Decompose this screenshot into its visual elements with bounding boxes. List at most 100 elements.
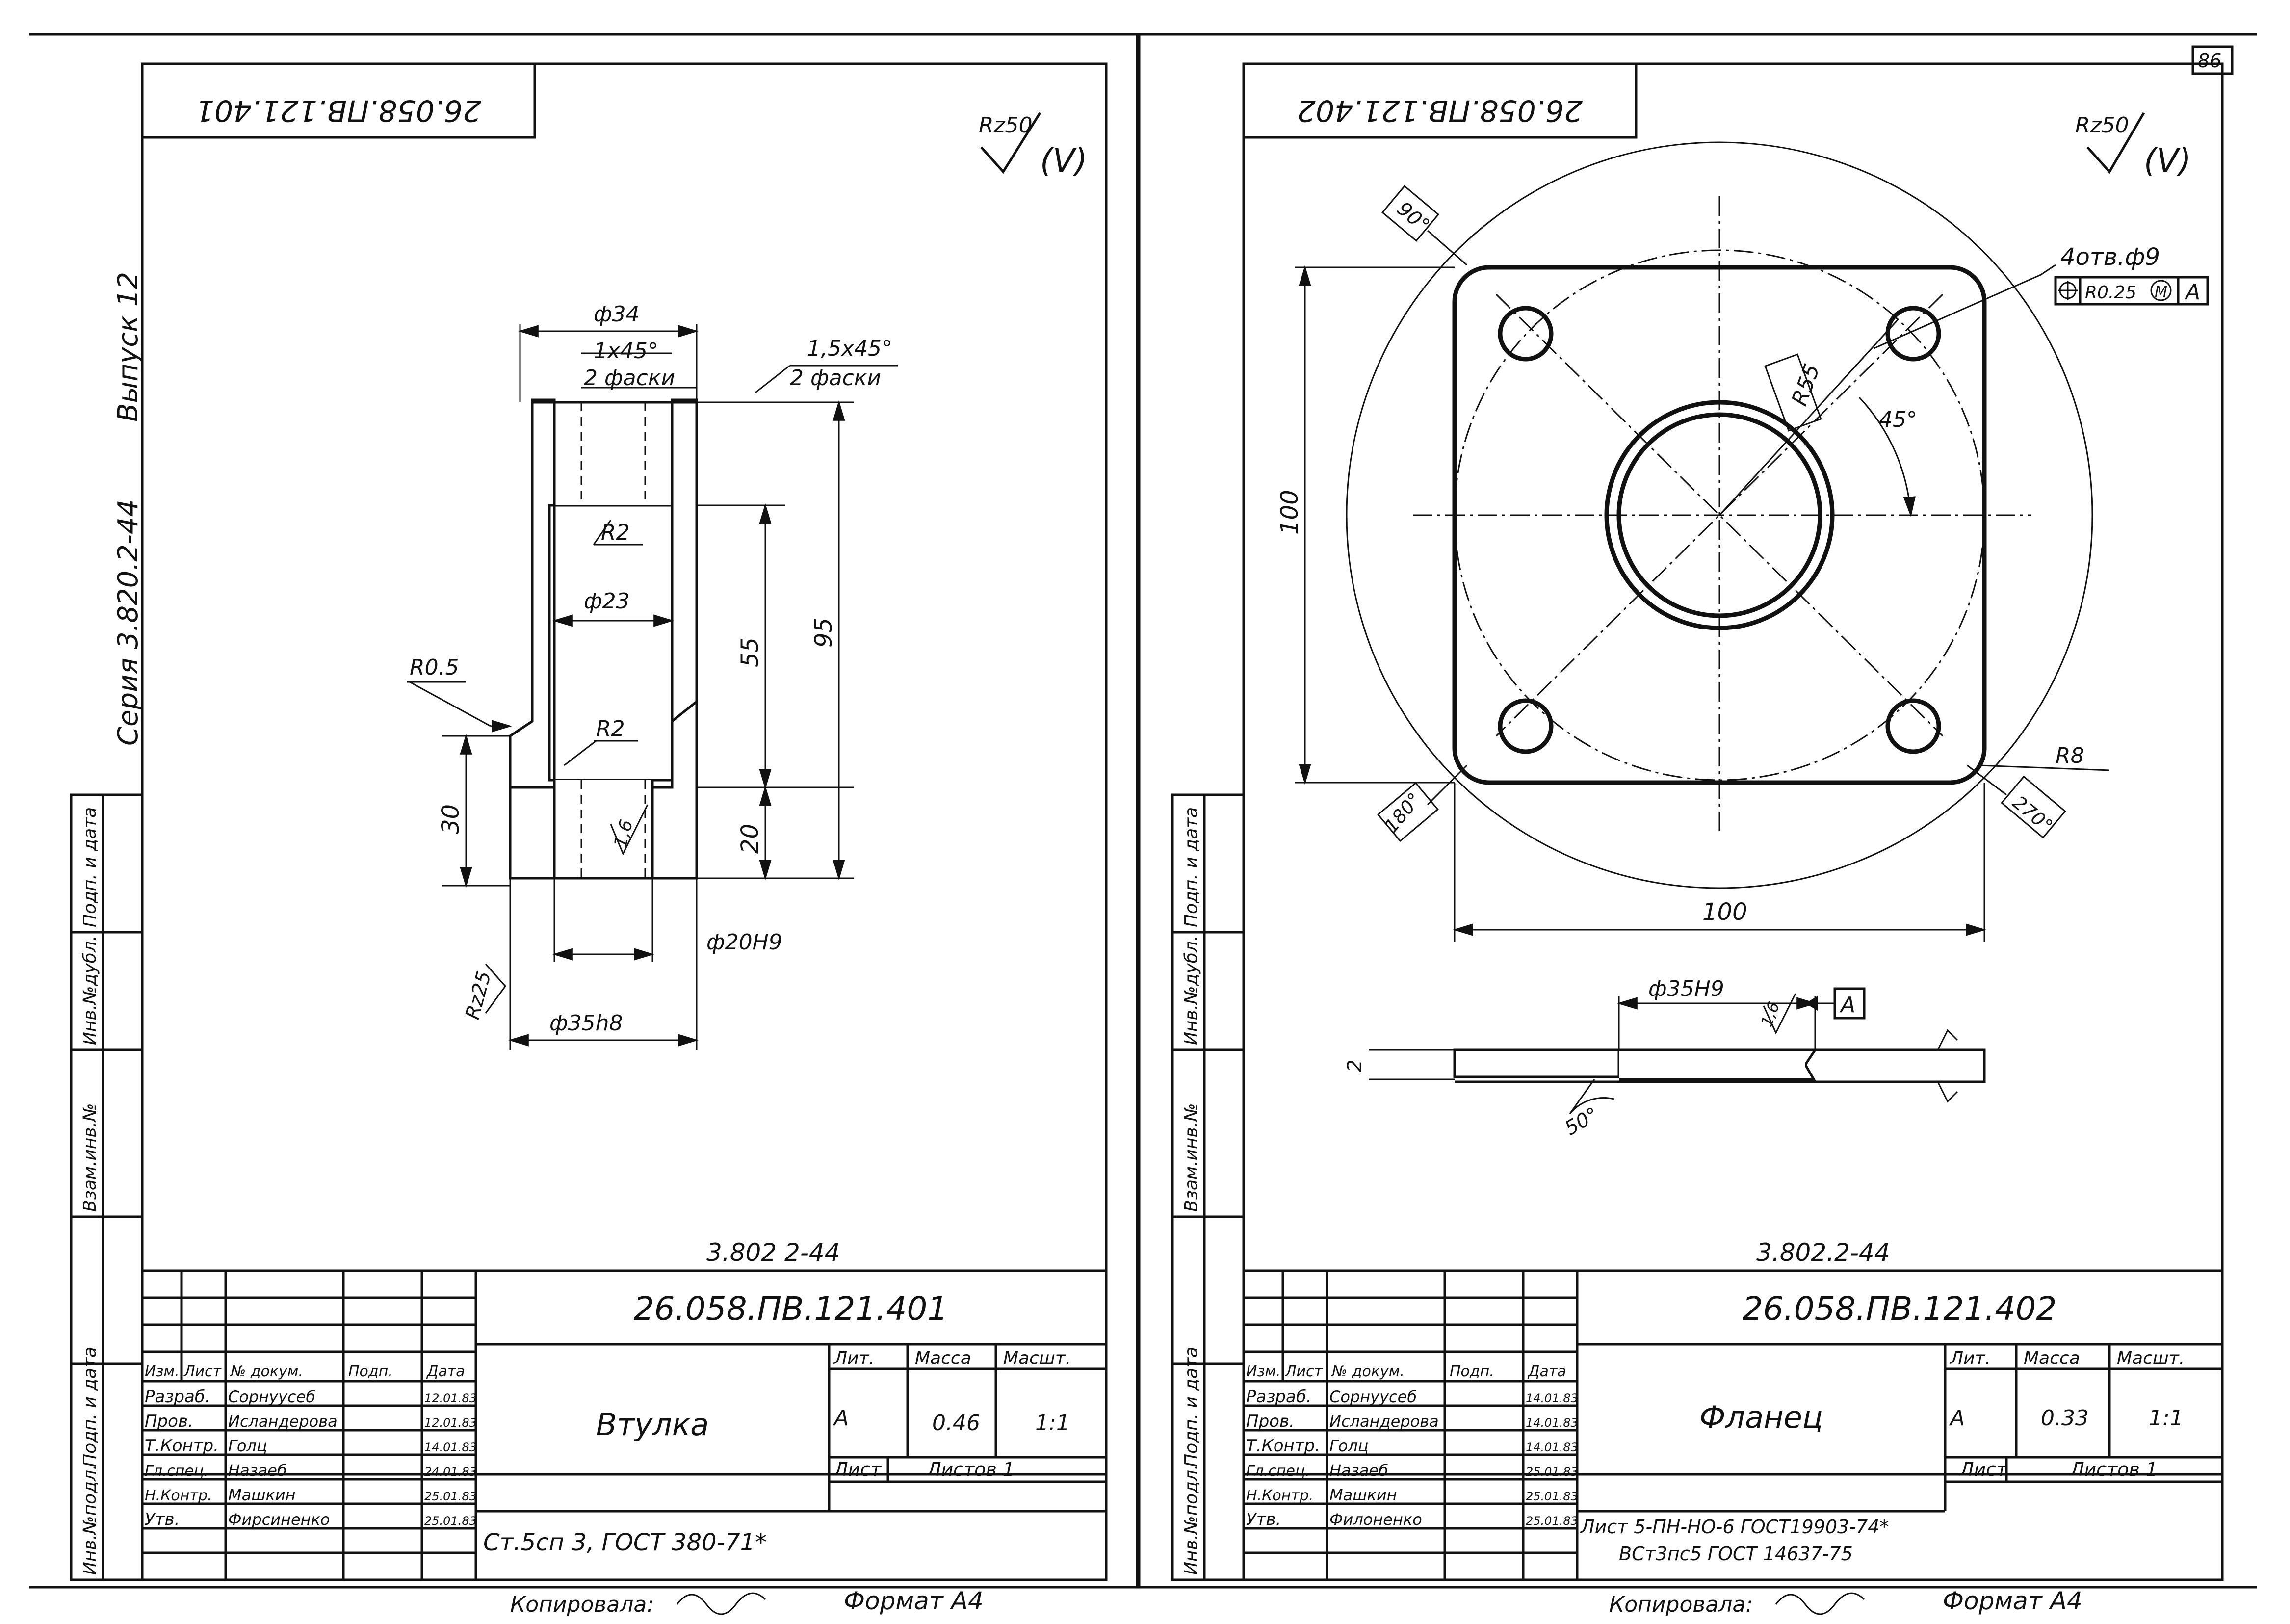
- left-hdr-date: Дата: [426, 1363, 465, 1380]
- left-signature-grid: [142, 1271, 476, 1580]
- right-stamp-col-4: Инв.№дубл.: [1181, 936, 1201, 1045]
- dim-thickness2: 2: [1344, 1060, 1366, 1072]
- right-role-3: Гл.спец.: [1246, 1463, 1310, 1480]
- weld-mark-bottom: [1937, 1081, 1958, 1103]
- dim-angle50: 50°: [1561, 1103, 1602, 1140]
- right-role-5: Утв.: [1246, 1510, 1281, 1529]
- right-title-block: Изм. Лист № докум. Подп. Дата Разраб. Со…: [1242, 1269, 2224, 1581]
- left-material: Ст.5сп 3, ГОСТ 380-71*: [483, 1529, 767, 1556]
- right-material-line2: ВСт3пс5 ГОСТ 14637-75: [1619, 1543, 1853, 1565]
- right-name-0: Сорнуусеб: [1329, 1388, 1417, 1406]
- left-title-block: Изм. Лист № докум. Подп. Дата Разраб. Со…: [141, 1269, 1108, 1581]
- right-series-code: 3.802.2-44: [1756, 1238, 1890, 1267]
- right-stamp-col-1: Инв.№подл.: [1181, 1465, 1201, 1575]
- left-name-2: Голц: [228, 1437, 267, 1455]
- left-stamp-strip: Инв.№подл. Подп. и дата Взам.инв.№ Инв.№…: [70, 793, 144, 1581]
- dim-len20: 20: [736, 824, 764, 854]
- dim-d23: ф23: [584, 589, 630, 614]
- right-copied-signature: [1775, 1592, 1865, 1615]
- bushing-section: [509, 398, 698, 880]
- dim-d20: ф20Н9: [706, 930, 782, 955]
- dim-holes: 4отв.ф9: [2060, 243, 2160, 271]
- left-series-code: 3.802 2-44: [706, 1238, 840, 1267]
- left-lit-value: А: [833, 1406, 849, 1431]
- left-date-0: 12.01.83: [424, 1391, 477, 1405]
- left-mass-header: Масса: [915, 1348, 971, 1368]
- dim-height100: 100: [1276, 490, 1303, 535]
- left-stamp-col-5: Подп. и дата: [80, 807, 100, 927]
- inner-roughness-symbol: [610, 804, 649, 856]
- left-date-5: 25.01.83: [424, 1514, 477, 1528]
- left-part-name: Втулка: [596, 1407, 709, 1442]
- left-role-2: Т.Контр.: [145, 1436, 219, 1456]
- right-stamp-col-3: Взам.инв.№: [1181, 1103, 1201, 1212]
- left-roughness-paren: (V): [1040, 142, 1088, 180]
- right-date-3: 25.01.83: [1526, 1465, 1578, 1479]
- left-seriya-label: Серия 3.820.2-44: [112, 499, 144, 746]
- right-role-4: Н.Контр.: [1246, 1487, 1313, 1504]
- right-role-0: Разраб.: [1246, 1387, 1312, 1407]
- left-hdr-sign: Подп.: [348, 1363, 393, 1380]
- right-scale-header: Масшт.: [2117, 1348, 2185, 1368]
- dim-width100: 100: [1702, 898, 1747, 926]
- right-hdr-izm: Изм.: [1246, 1363, 1281, 1380]
- flange-section-view: ф35Н9 1,6 A 2 50°: [1344, 976, 1986, 1140]
- dim-r05: R0.5: [410, 655, 459, 680]
- right-hdr-date: Дата: [1527, 1363, 1566, 1380]
- left-date-4: 25.01.83: [424, 1490, 477, 1503]
- dim-chamfer-top: 1х45°: [594, 339, 658, 364]
- right-lit-header: Лит.: [1949, 1348, 1991, 1368]
- left-hdr-izm: Изм.: [145, 1363, 180, 1380]
- right-date-2: 14.01.83: [1526, 1441, 1578, 1454]
- left-surface-roughness: Rz50: [979, 113, 1033, 138]
- left-role-5: Утв.: [145, 1510, 180, 1529]
- dim-r2-top: R2: [601, 520, 630, 545]
- datum-a-label: A: [1839, 993, 1855, 1018]
- right-name-2: Голц: [1329, 1437, 1369, 1455]
- dim-len55: 55: [736, 637, 764, 667]
- right-part-name: Фланец: [1699, 1399, 1823, 1435]
- right-sheet: 86 26.058.ПВ.121.402 Rz50 (V) Инв.№подл.…: [1171, 45, 2234, 1617]
- dim-chamfer-right-count: 2 фаски: [790, 366, 881, 391]
- right-doc-code: 26.058.ПВ.121.402: [1743, 1290, 2057, 1328]
- flange-plan-dimensions: 100 100 90° 4отв.ф9 R0.25 M A: [1276, 185, 2209, 942]
- left-name-4: Машкин: [228, 1486, 296, 1504]
- left-scale-value: 1:1: [1035, 1411, 1070, 1436]
- left-doc-code: 26.058.ПВ.121.401: [634, 1290, 948, 1328]
- dim-chamfer-top-count: 2 фаски: [584, 366, 675, 391]
- tolerance-modifier: M: [2155, 284, 2167, 301]
- left-stamp-col-3: Взам.инв.№: [80, 1103, 100, 1212]
- left-sheets-label: Листов 1: [926, 1459, 1015, 1480]
- left-name-3: Назаеб: [228, 1461, 287, 1480]
- right-surface-roughness: Rz50: [2075, 113, 2129, 138]
- left-sheet: 26.058.ПВ.121.401 Rz50 (V) Выпуск 12 Сер…: [70, 62, 1108, 1617]
- right-name-5: Филоненко: [1329, 1510, 1422, 1529]
- tolerance-datum: A: [2184, 280, 2200, 305]
- right-hdr-list: Лист: [1285, 1363, 1324, 1380]
- right-lit-value: А: [1949, 1406, 1965, 1431]
- left-lit-header: Лит.: [833, 1348, 875, 1368]
- left-date-2: 14.01.83: [424, 1441, 477, 1454]
- right-date-0: 14.01.83: [1526, 1391, 1578, 1405]
- left-name-5: Фирсиненко: [228, 1510, 330, 1529]
- left-name-1: Исландерова: [228, 1412, 338, 1431]
- left-role-4: Н.Контр.: [145, 1487, 212, 1504]
- right-top-code: 26.058.ПВ.121.402: [1297, 93, 1583, 128]
- right-mass-value: 0.33: [2041, 1406, 2089, 1431]
- left-role-1: Пров.: [145, 1412, 193, 1431]
- weld-mark-top: [1937, 1029, 1958, 1050]
- right-scale-value: 1:1: [2149, 1406, 2184, 1431]
- dim-r55: R55: [1787, 361, 1825, 409]
- right-role-2: Т.Контр.: [1246, 1436, 1320, 1456]
- roughness-symbol: [980, 112, 1041, 174]
- dim-d34: ф34: [594, 302, 640, 327]
- tolerance-value: R0.25: [2085, 283, 2136, 303]
- right-copied-label: Копировала:: [1609, 1592, 1753, 1617]
- right-stamp-col-2: Подп. и дата: [1181, 1347, 1201, 1467]
- left-role-3: Гл.спец.: [145, 1463, 208, 1480]
- left-vypusk-label: Выпуск 12: [112, 272, 144, 422]
- right-sheet-label: Лист: [1959, 1459, 2008, 1480]
- right-sheets-label: Листов 1: [2069, 1459, 2158, 1480]
- left-date-1: 12.01.83: [424, 1416, 477, 1430]
